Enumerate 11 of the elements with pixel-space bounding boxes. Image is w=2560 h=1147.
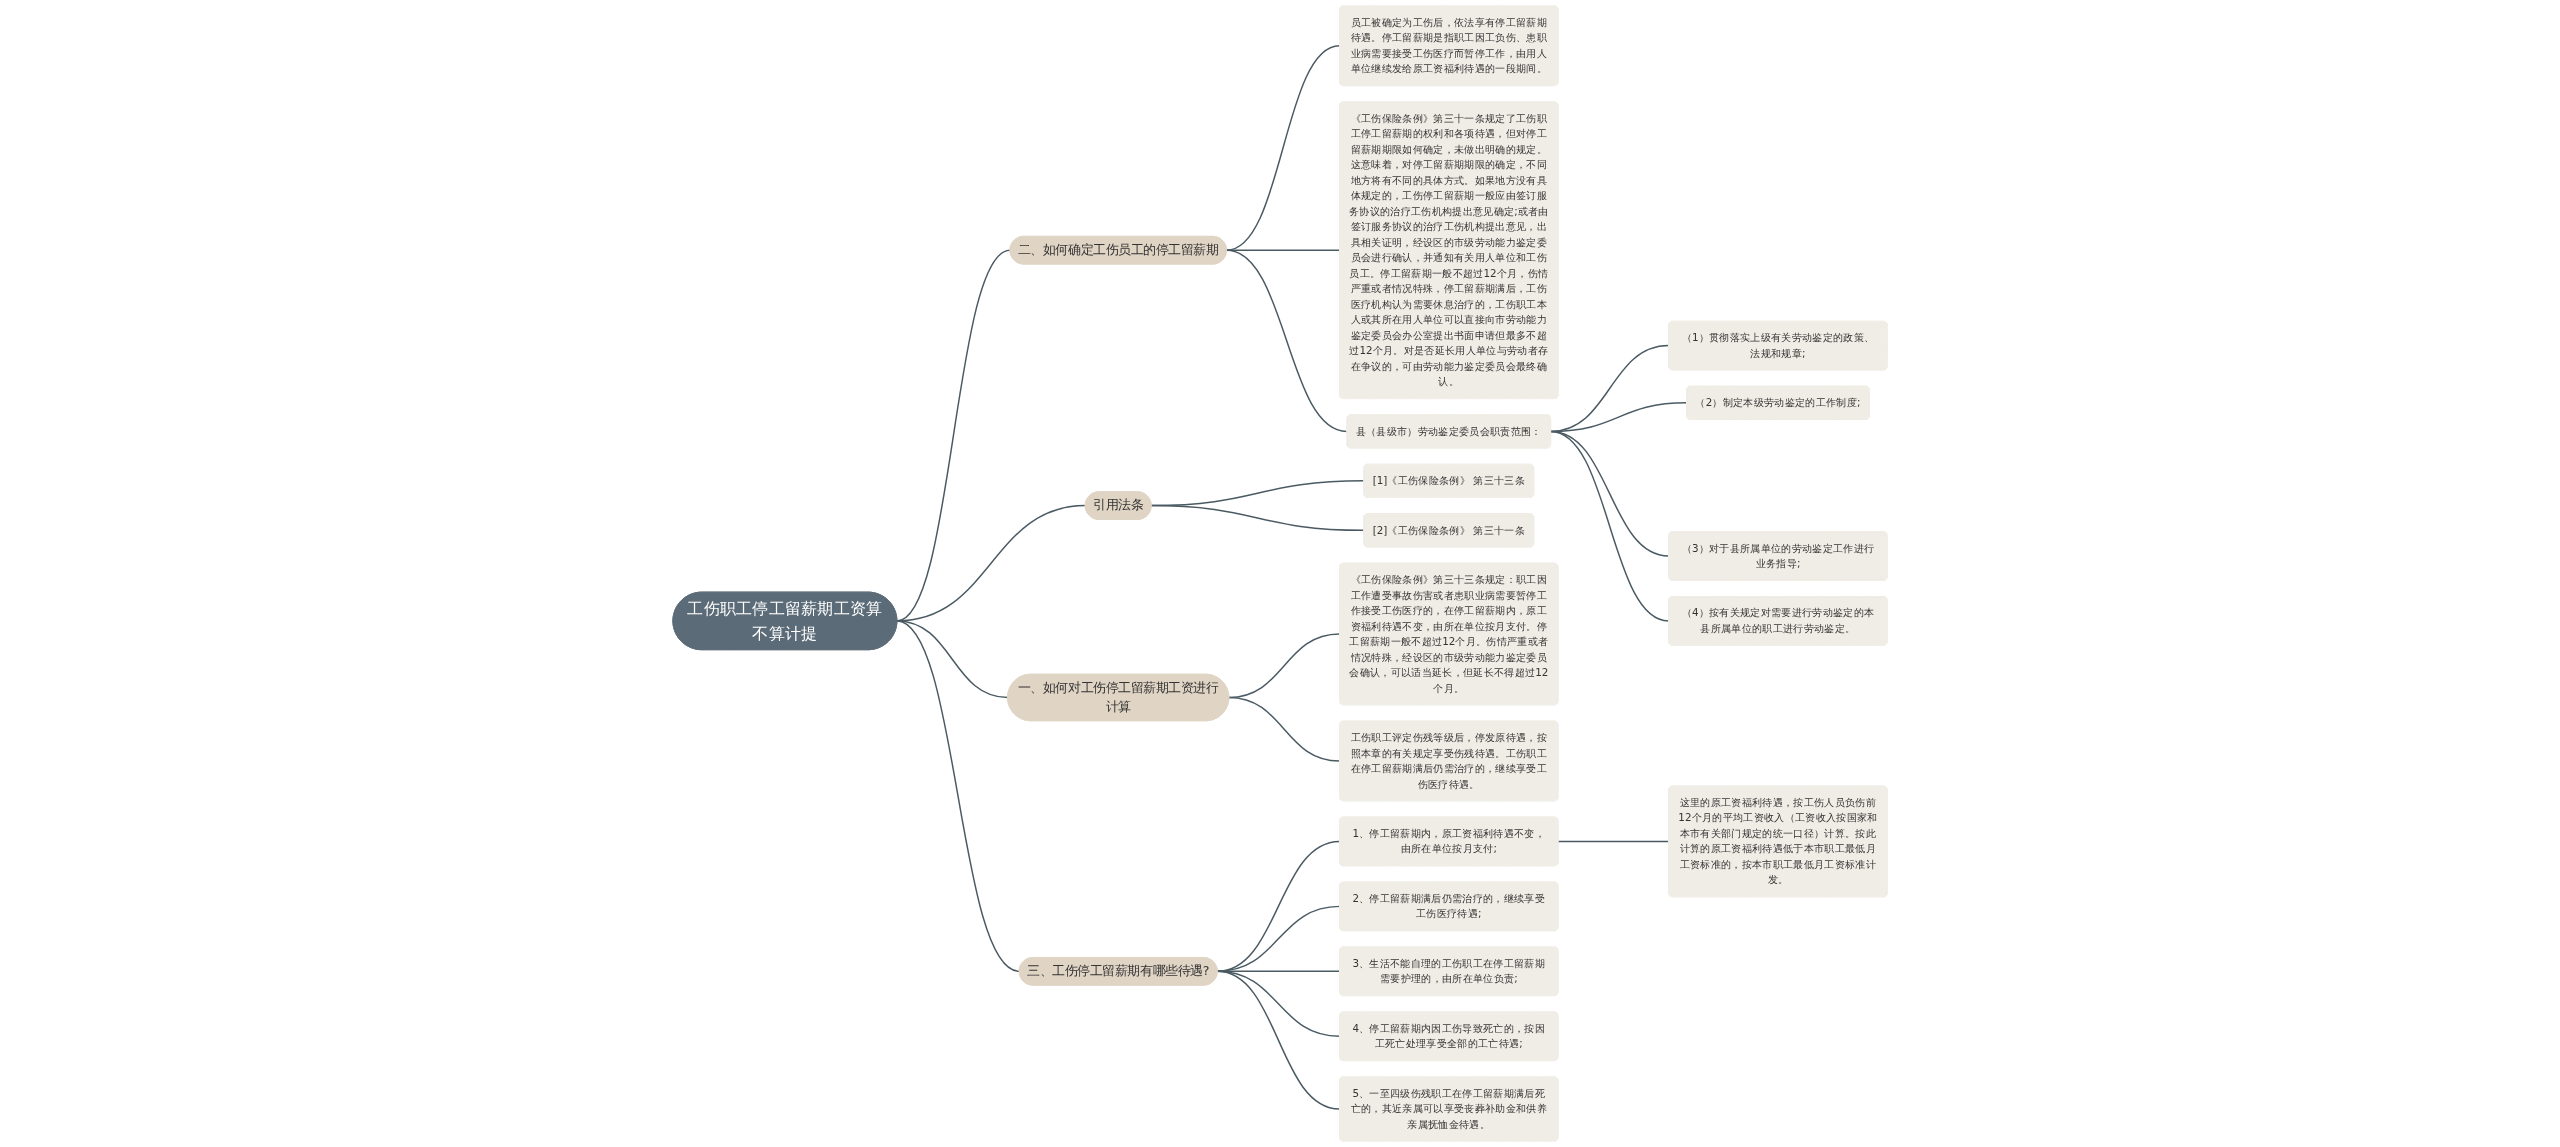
connector xyxy=(1216,840,1341,973)
connector xyxy=(1225,249,1341,251)
connector xyxy=(1557,840,1670,843)
connector xyxy=(1216,905,1341,973)
connector xyxy=(1150,504,1365,532)
connector xyxy=(1225,45,1341,251)
connector xyxy=(1225,249,1348,433)
connector xyxy=(1228,696,1341,762)
connector xyxy=(896,620,1020,973)
connector xyxy=(1216,970,1341,1110)
connector xyxy=(1549,430,1670,622)
